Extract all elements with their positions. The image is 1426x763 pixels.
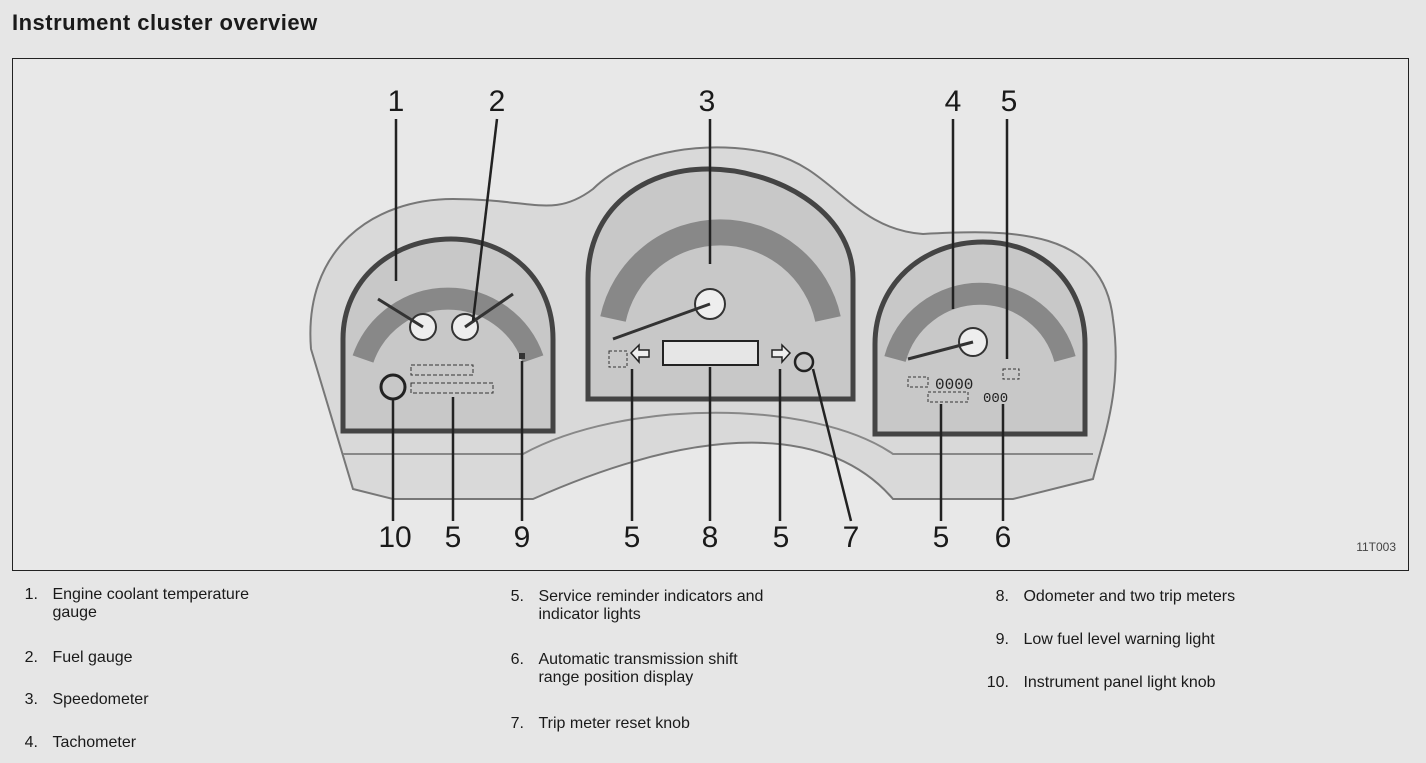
legend-item-7: 7. Trip meter reset knob <box>510 715 690 732</box>
callout-5-center-right: 5 <box>773 521 790 554</box>
callout-5-right: 5 <box>933 521 950 554</box>
legend-item-10: 10. Instrument panel light knob <box>986 674 1216 691</box>
callout-8: 8 <box>702 521 719 554</box>
svg-text:0000: 0000 <box>935 376 973 394</box>
legend-item-1: 1. Engine coolant temperature gauge <box>24 586 250 621</box>
legend-item-4: 4. Tachometer <box>24 734 137 751</box>
callout-5-center-left: 5 <box>624 521 641 554</box>
trip-reset-knob-icon <box>793 351 815 373</box>
legend-item-5: 5. Service reminder indicators and indic… <box>510 588 764 623</box>
callout-5-top: 5 <box>1001 85 1018 118</box>
left-gauge <box>340 236 556 434</box>
svg-text:000: 000 <box>983 391 1008 407</box>
callout-3: 3 <box>699 85 716 118</box>
center-gauge <box>585 166 856 402</box>
page-title: Instrument cluster overview <box>12 10 318 35</box>
callout-4: 4 <box>945 85 962 118</box>
legend-item-6: 6. Automatic transmission shift range po… <box>510 651 738 686</box>
left-turn-arrow-icon <box>629 343 650 364</box>
right-gauge: 0000 000 <box>872 239 1088 437</box>
legend-item-9: 9. Low fuel level warning light <box>995 631 1215 648</box>
callout-1: 1 <box>388 85 405 118</box>
cluster-diagram: 0000 000 1 2 3 4 5 <box>12 58 1409 571</box>
callout-5-left: 5 <box>445 521 462 554</box>
figure-code: 11T003 <box>1356 540 1396 554</box>
low-fuel-warning-light-icon <box>519 353 525 359</box>
cluster-drawing: 0000 000 1 2 3 4 5 <box>309 85 1117 554</box>
legend-item-2: 2. Fuel gauge <box>24 649 133 666</box>
callout-10: 10 <box>378 521 411 554</box>
right-turn-arrow-icon <box>771 343 792 364</box>
callout-9: 9 <box>514 521 531 554</box>
callout-6: 6 <box>995 521 1012 554</box>
odometer-display <box>662 340 759 366</box>
legend-item-8: 8. Odometer and two trip meters <box>995 588 1236 605</box>
callout-7: 7 <box>843 521 860 554</box>
leader-lines <box>391 118 1009 522</box>
callout-2: 2 <box>489 85 506 118</box>
legend-item-3: 3. Speedometer <box>24 691 149 708</box>
